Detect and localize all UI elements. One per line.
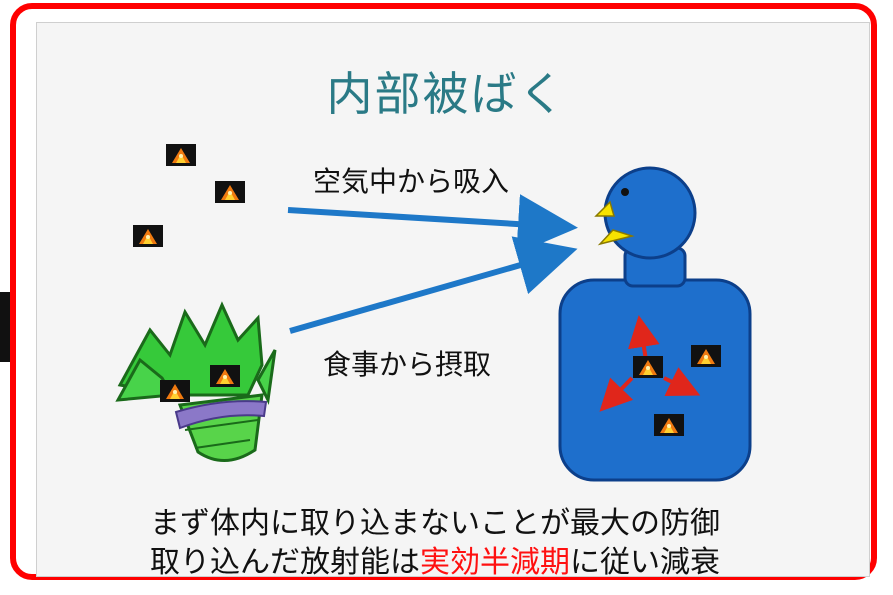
inhalation-arrow [287,194,578,255]
radiation-particle-icon [215,181,245,203]
ingestion-label: 食事から摂取 [323,348,492,381]
radiation-particle-icon [166,144,196,166]
radiation-particle-icon [654,414,684,436]
caption-line-2-start: 取り込んだ放射能は [150,545,420,580]
slide-title: 内部被ばく [326,67,567,121]
radiation-particle-icon [691,345,721,367]
caption-line-1: まず体内に取り込まないことが最大の防御 [150,506,720,541]
effective-half-life-highlight: 実効半減期 [420,545,570,580]
caption-line-2-end: に従い減衰 [570,545,720,580]
dispersion-arrow-right [663,367,701,396]
radiation-particle-icon [133,225,163,247]
beak-icon [594,200,635,246]
inhalation-label: 空気中から吸入 [313,165,510,198]
caption-line-2: 取り込んだ放射能は実効半減期に従い減衰 [150,537,720,581]
dispersion-arrow-left [599,376,634,412]
dispersion-arrow-up [628,315,660,361]
ingestion-arrow [289,236,578,334]
radiation-particle-icon [160,380,190,402]
radiation-particle-icon [633,356,663,378]
vegetable-icon [115,301,277,462]
person-icon [558,166,752,482]
radiation-particle-icon [210,365,240,387]
